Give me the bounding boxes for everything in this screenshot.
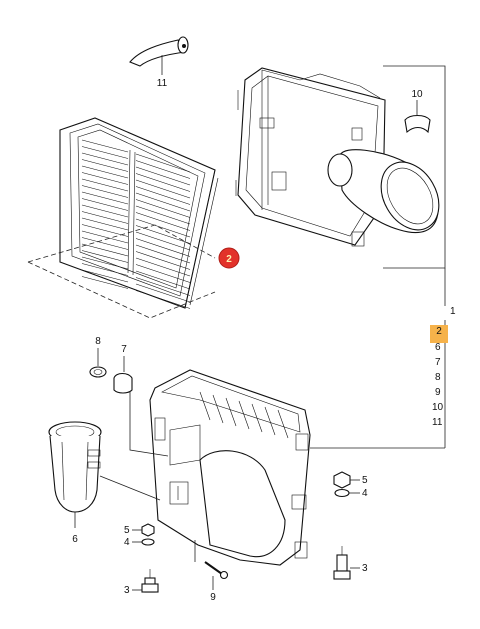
housing-outlet-snout[interactable]	[327, 149, 451, 241]
nut-right-part[interactable]	[333, 471, 351, 489]
housing-lower-body[interactable]	[149, 369, 311, 566]
filter-pleat-line	[81, 276, 129, 289]
filter-leader	[27, 224, 216, 263]
index-item-8[interactable]: 8	[435, 372, 441, 383]
nut-right-callout: 5	[362, 475, 368, 486]
washer-right-callout: 4	[362, 488, 368, 499]
filter-pleat-line	[81, 217, 129, 231]
rubber-mount-part[interactable]	[113, 372, 133, 394]
filter-pleat-line	[81, 191, 129, 205]
index-item-2: 2	[436, 326, 442, 337]
filter-pleat-line	[135, 199, 191, 218]
filter-pleat-line	[135, 225, 191, 244]
filter-pleat-line	[81, 178, 129, 192]
filter-pleat-line	[135, 153, 191, 173]
boot-to-housing-leader	[99, 475, 161, 501]
lower-housing-ribs	[199, 391, 289, 439]
filter-pleat-line	[135, 212, 191, 231]
filter-pleat-line	[135, 166, 191, 186]
filter-pleat-line	[135, 205, 191, 225]
washer-left-callout: 4	[124, 537, 130, 548]
filter-pleat-line	[135, 186, 191, 205]
screw-callout: 9	[210, 592, 216, 603]
air-filter-element[interactable]	[59, 117, 219, 309]
filter-pleat-line	[81, 237, 129, 250]
filter-pleat-line	[135, 257, 191, 277]
filter-pleat-line	[81, 185, 129, 198]
ref-main-label: 1	[450, 306, 456, 317]
index-item-highlighted[interactable]: 2	[430, 325, 448, 343]
filter-pleats	[81, 139, 191, 309]
filter-pleat-line	[135, 173, 191, 192]
filter-pleat-line	[81, 152, 129, 166]
filter-pleat-line	[81, 230, 129, 244]
filter-pleat-line	[81, 269, 129, 283]
stud-left-part[interactable]	[141, 569, 159, 593]
index-item-10[interactable]: 10	[432, 402, 444, 413]
clip-part[interactable]	[404, 114, 431, 134]
filter-pleat-line	[81, 198, 129, 211]
washer-right-part[interactable]	[334, 488, 350, 498]
housing-rib-line	[238, 400, 250, 430]
filter-pleat-line	[81, 139, 129, 153]
filter-pleat-line	[135, 277, 191, 296]
filter-callout-badge[interactable]: 2	[218, 247, 240, 269]
filter-pleat-line	[81, 159, 129, 172]
boot-callout: 6	[72, 534, 78, 545]
index-item-11[interactable]: 11	[432, 417, 443, 428]
filter-pleat-line	[135, 238, 191, 257]
filter-leader-lower	[27, 261, 216, 319]
filter-pleat-line	[81, 204, 129, 218]
filter-pleat-line	[81, 250, 129, 263]
filter-pleat-line	[81, 165, 129, 179]
filter-pleat-line	[135, 251, 191, 270]
housing-rib-line	[277, 409, 289, 439]
filter-pleat-line	[81, 172, 129, 185]
index-item-7[interactable]: 7	[435, 357, 441, 368]
mount-to-housing-leader	[129, 392, 169, 457]
ref-bracket-top	[383, 65, 446, 269]
nut-left-part[interactable]	[141, 523, 155, 537]
nut-left-callout: 5	[124, 525, 130, 536]
stud-right-callout: 3	[362, 563, 368, 574]
filter-callout-label: 2	[226, 254, 232, 265]
housing-rib-line	[251, 403, 263, 433]
filter-pleat-line	[81, 146, 129, 159]
hose-clamp-part[interactable]	[89, 366, 107, 378]
clamp-callout: 8	[95, 336, 101, 347]
rubber-boot-part[interactable]	[48, 421, 102, 513]
filter-pleat-line	[135, 244, 191, 264]
index-item-9[interactable]: 9	[435, 387, 441, 398]
intake-hose-callout: 11	[157, 78, 168, 89]
housing-upper-cover[interactable]	[235, 67, 386, 247]
filter-pleat-line	[81, 211, 129, 224]
filter-pleat-line	[81, 263, 129, 276]
stud-left-callout: 3	[124, 585, 130, 596]
housing-rib-line	[212, 394, 224, 424]
stud-right-part[interactable]	[333, 546, 351, 580]
mount-callout: 7	[121, 344, 127, 355]
screw-part[interactable]	[204, 561, 229, 580]
filter-pleat-line	[81, 243, 129, 257]
washer-left-part[interactable]	[141, 538, 155, 546]
filter-pleat-line	[135, 270, 191, 290]
filter-pleat-line	[135, 179, 191, 199]
intake-hose-part[interactable]	[129, 36, 189, 67]
filter-pleat-line	[135, 192, 191, 212]
index-item-6[interactable]: 6	[435, 342, 441, 353]
filter-pleat-line	[135, 283, 191, 303]
filter-pleat-line	[135, 290, 191, 309]
housing-rib-line	[199, 391, 211, 421]
filter-pleat-line	[135, 218, 191, 238]
filter-pleat-line	[135, 264, 191, 283]
housing-rib-line	[225, 397, 237, 427]
clip-callout: 10	[411, 89, 423, 100]
housing-rib-line	[264, 406, 276, 436]
filter-pleat-line	[135, 231, 191, 251]
index-list: 6 7 8 9 10 11	[432, 342, 444, 428]
filter-pleat-line	[81, 224, 129, 237]
filter-pleat-line	[135, 160, 191, 179]
filter-pleat-line	[81, 256, 129, 270]
